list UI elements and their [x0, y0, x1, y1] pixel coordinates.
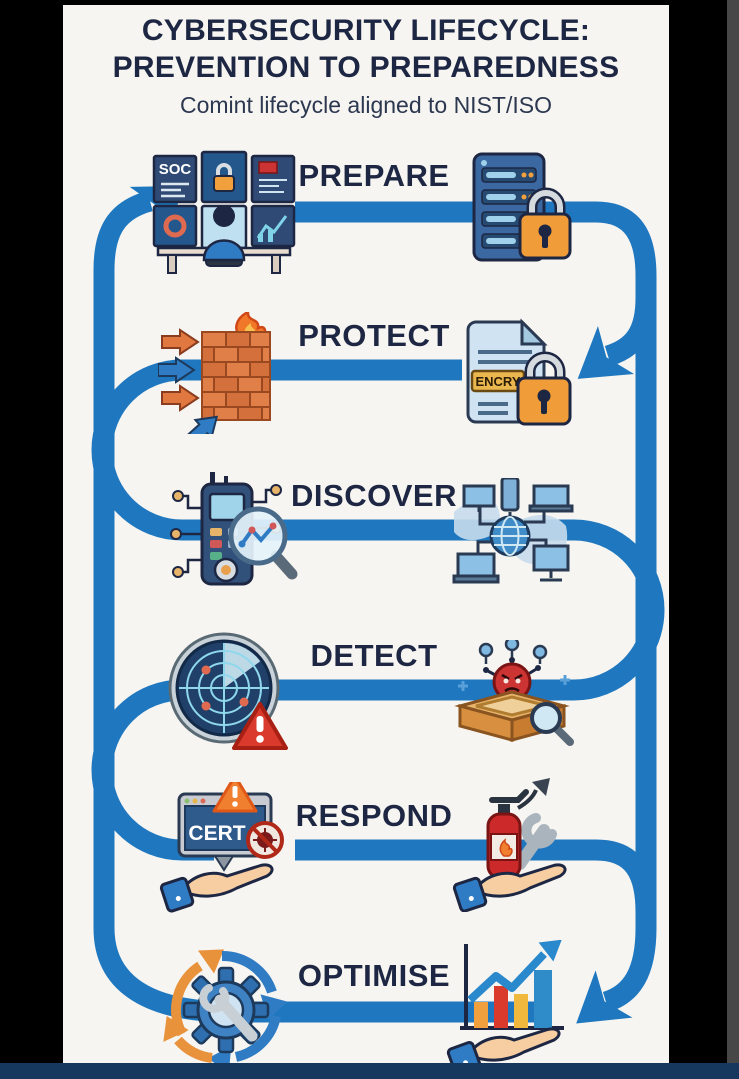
top-black-edge [0, 0, 739, 5]
growth-chart-icon [446, 939, 576, 1079]
stage-label-prepare: PREPARE [298, 158, 450, 193]
radar-alert-icon [162, 630, 294, 759]
screen-lock-body [213, 175, 235, 192]
screen-lock-shackle [216, 163, 232, 176]
chart-bars [474, 970, 552, 1028]
open-hand [159, 863, 274, 913]
bottom-navy-strip [0, 1063, 739, 1079]
stage-label-protect: PROTECT [298, 318, 450, 353]
stage-label-discover: DISCOVER [291, 478, 457, 513]
page-title: CYBERSECURITY LIFECYCLE: PREVENTION TO P… [63, 12, 669, 86]
server-lock-icon [458, 150, 572, 279]
page-subtitle: Comint lifecycle aligned to NIST/ISO [180, 92, 552, 118]
stage-label-optimise: OPTIMISE [297, 958, 451, 993]
soc-screen-text: SOC [159, 161, 192, 178]
title-line-2: PREVENTION TO PREPAREDNESS [112, 51, 620, 84]
comint-scanner-icon [158, 472, 298, 601]
magnifier-lens [530, 702, 562, 734]
cert-screen-text: CERT [188, 822, 245, 845]
header: CYBERSECURITY LIFECYCLE: PREVENTION TO P… [63, 12, 669, 119]
wrench-icon [514, 813, 557, 870]
stage-label-respond: RESPOND [295, 798, 453, 833]
cert-alert-icon: CERT [155, 774, 300, 919]
analyst-head [213, 205, 235, 227]
brick-wall [201, 331, 271, 421]
firewall-icon [157, 309, 296, 447]
virus-block-badge [246, 821, 284, 859]
stage-label-detect: DETECT [310, 638, 438, 673]
incident-response-icon [452, 778, 580, 917]
title-line-1: CYBERSECURITY LIFECYCLE: [141, 14, 591, 47]
document-fold [520, 318, 548, 346]
soc-analyst-icon: SOC [150, 148, 298, 281]
encrypted-document-icon: ENCRY [452, 316, 574, 435]
encryption-tag-text: ENCRY [475, 374, 520, 389]
right-gray-edge [727, 0, 739, 1079]
gear-cycle-icon [160, 942, 292, 1079]
malware-sandbox-icon [446, 636, 578, 757]
global-network-icon [446, 476, 574, 595]
open-hand [452, 863, 567, 913]
